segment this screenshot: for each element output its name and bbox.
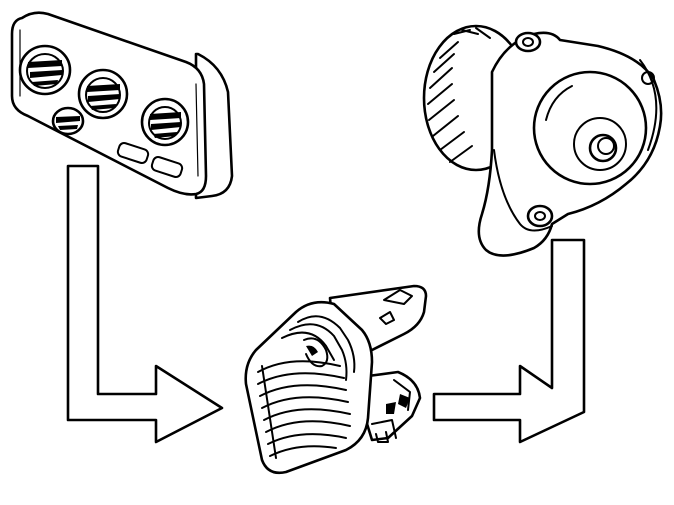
mounting-ear-right: [641, 71, 655, 85]
blower-motor-icon: [422, 24, 663, 257]
fan-blades: [427, 27, 491, 163]
control-knob-center: [77, 68, 129, 120]
motor-shaft: [588, 133, 618, 163]
control-knob-left: [18, 44, 72, 96]
mounting-ear-top: [514, 31, 542, 53]
resistor-coil: [281, 315, 356, 381]
arrow-panel-to-resistor: [66, 164, 224, 444]
control-panel-icon: [10, 11, 234, 200]
control-button-right: [150, 156, 184, 178]
mounting-ear-bottom: [526, 204, 554, 228]
arrow-resistor-to-motor: [432, 238, 586, 444]
control-knob-small: [51, 106, 85, 136]
resistor-fins: [257, 360, 351, 457]
control-button-left: [116, 142, 150, 164]
control-knob-right: [140, 97, 190, 147]
resistor-icon: [244, 284, 428, 475]
